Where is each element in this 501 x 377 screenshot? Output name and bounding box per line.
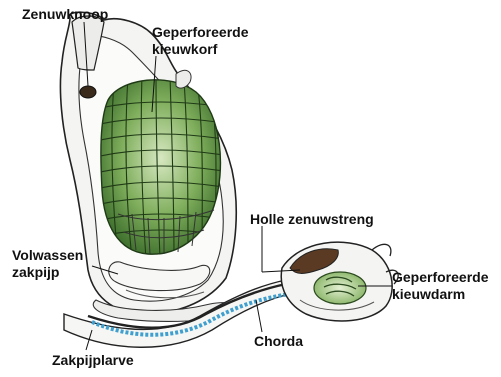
label-volwassen-line2: zakpijp	[12, 264, 59, 280]
adult-tunicate	[60, 12, 240, 321]
atrial-siphon	[176, 70, 191, 88]
label-kieuwdarm-line2: kieuwdarm	[392, 286, 465, 302]
label-zakpijplarve: Zakpijplarve	[52, 352, 134, 368]
label-kieuwdarm-line1: Geperforeerde	[392, 269, 488, 285]
label-chorda: Chorda	[254, 333, 303, 349]
label-holle-zenuwstreng: Holle zenuwstreng	[250, 211, 374, 227]
label-kieuwkorf-line1: Geperforeerde	[152, 24, 248, 40]
label-zenuwknoop: Zenuwknoop	[22, 6, 108, 22]
ganglion	[80, 86, 96, 98]
label-kieuwkorf-line2: kieuwkorf	[152, 41, 217, 57]
label-volwassen-line1: Volwassen	[12, 247, 83, 263]
